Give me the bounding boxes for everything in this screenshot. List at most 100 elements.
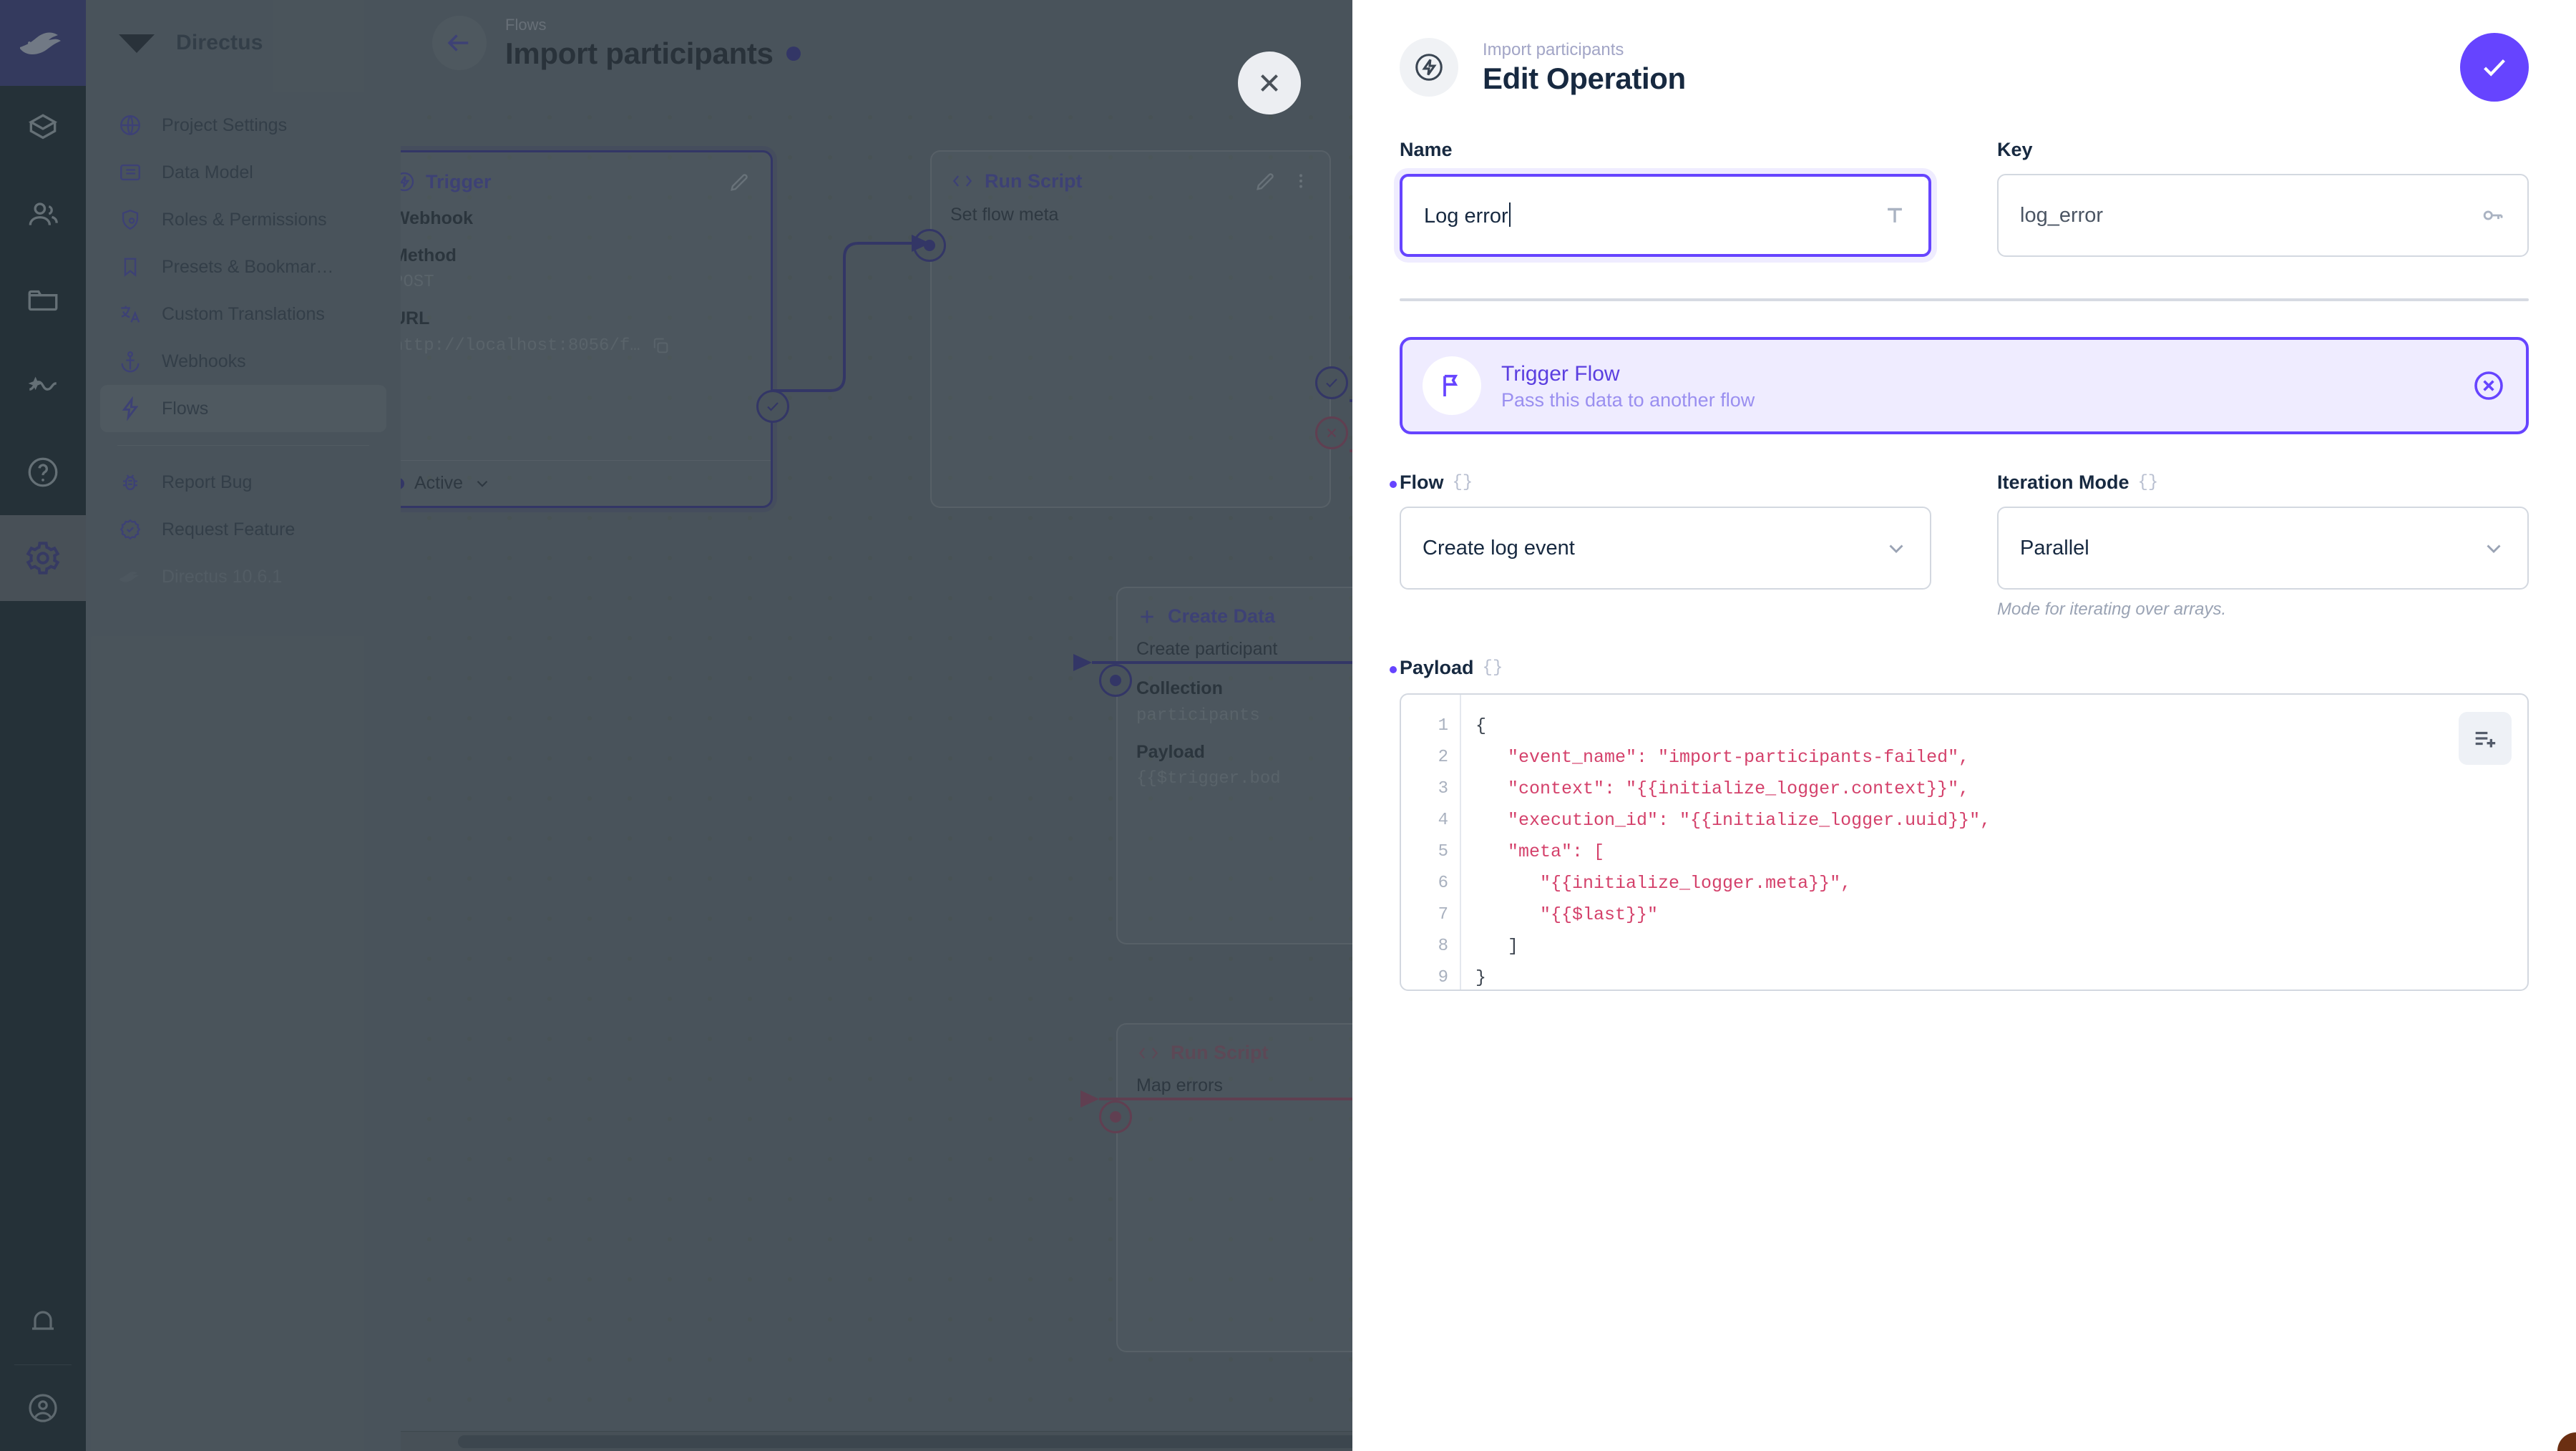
- trigger-flow-banner[interactable]: Trigger Flow Pass this data to another f…: [1400, 337, 2529, 434]
- bookmark-icon: [117, 254, 143, 280]
- flow-select[interactable]: Create log event: [1400, 507, 1931, 590]
- badge-check-icon: [117, 517, 143, 542]
- payload-label: Payload {}: [1390, 657, 2529, 679]
- operation-type-icon-badge: [1400, 38, 1458, 97]
- flow-card-field-key: Webhook: [401, 208, 474, 228]
- close-drawer-button[interactable]: [1238, 52, 1301, 114]
- nav-divider: [117, 445, 369, 446]
- key-label: Key: [1997, 139, 2033, 160]
- format-add-lines-icon: [2475, 731, 2496, 748]
- nav-item-project-settings[interactable]: Project Settings: [100, 102, 386, 149]
- navigation-panel: Directus Project Settings Data Model: [86, 0, 401, 1451]
- directus-logo[interactable]: [0, 0, 86, 86]
- copy-icon[interactable]: [650, 336, 670, 356]
- nav-item-webhooks[interactable]: Webhooks: [100, 338, 386, 385]
- flow-port-success[interactable]: [756, 390, 789, 423]
- chevron-down-icon: [2487, 544, 2501, 553]
- sidebar-item-settings[interactable]: [0, 515, 86, 601]
- status-dot: [786, 46, 801, 61]
- pencil-icon[interactable]: [1254, 169, 1278, 193]
- anchor-icon: [117, 348, 143, 374]
- sidebar-item-content[interactable]: [0, 86, 86, 172]
- account-circle-icon: [29, 1394, 57, 1422]
- nav-item-presets-bookmarks[interactable]: Presets & Bookmar…: [100, 243, 386, 290]
- nav-item-request-feature[interactable]: Request Feature: [100, 506, 386, 553]
- list-box-icon: [117, 160, 143, 185]
- nav-item-roles-permissions[interactable]: Roles & Permissions: [100, 196, 386, 243]
- line-number: 1: [1438, 716, 1448, 736]
- drawer-header: Import participants Edit Operation: [1352, 0, 2576, 102]
- close-circle-icon: [2474, 371, 2503, 400]
- nav-item-version: Directus 10.6.1: [100, 553, 386, 600]
- breadcrumb[interactable]: Flows: [505, 16, 547, 34]
- flow-port-success[interactable]: [1315, 366, 1348, 399]
- code-line: "execution_id": "{{initialize_logger.uui…: [1475, 810, 1991, 831]
- modal-scrim[interactable]: [0, 0, 1352, 1451]
- nav-item-flows[interactable]: Flows: [100, 385, 386, 432]
- flow-card-footer[interactable]: Active: [401, 460, 771, 506]
- save-button[interactable]: [2460, 33, 2529, 102]
- code-line: "{{initialize_logger.meta}}",: [1475, 873, 1852, 894]
- code-line-numbers: 1 2 3 4 5 6 7 8 9: [1401, 695, 1461, 990]
- iteration-mode-label: Iteration Mode {}: [1997, 472, 2159, 493]
- code-line: "event_name": "import-participants-faile…: [1475, 747, 1970, 768]
- iteration-mode-value: Parallel: [2020, 536, 2089, 560]
- required-indicator: [1390, 666, 1397, 673]
- nav-item-custom-translations[interactable]: Custom Translations: [100, 290, 386, 338]
- port-dot: [1110, 1111, 1121, 1123]
- name-input[interactable]: Log error: [1400, 174, 1931, 257]
- check-icon: [2484, 59, 2505, 77]
- scrollbar-thumb[interactable]: [458, 1435, 1603, 1448]
- gear-icon: [26, 542, 60, 575]
- line-number: 6: [1438, 874, 1448, 893]
- shield-account-icon: [117, 207, 143, 233]
- flow-card-field-key: Method: [401, 245, 457, 265]
- code-line: }: [1475, 967, 1487, 988]
- back-button[interactable]: [432, 16, 487, 70]
- flow-card-trigger[interactable]: Trigger Webhook Method POST URL http://l: [401, 150, 789, 508]
- question-circle-icon: [28, 457, 58, 487]
- key-input[interactable]: log_error: [1997, 174, 2529, 257]
- sidebar-item-docs[interactable]: [0, 429, 86, 515]
- pencil-icon[interactable]: [728, 170, 752, 194]
- key-input-value: log_error: [2020, 203, 2104, 227]
- module-bar: [0, 0, 86, 1451]
- drawer-title: Edit Operation: [1483, 61, 1686, 95]
- notifications-button[interactable]: [0, 1279, 86, 1364]
- iteration-mode-select[interactable]: Parallel: [1997, 507, 2529, 590]
- code-content[interactable]: { "event_name": "import-participants-fai…: [1401, 695, 2527, 990]
- content-header: Flows Import participants: [401, 0, 2576, 86]
- flow-card-url-row: http://localhost:8056/f…: [401, 333, 752, 359]
- sidebar-item-files[interactable]: [0, 258, 86, 343]
- people-icon: [29, 202, 58, 225]
- banner-dismiss-button[interactable]: [2472, 368, 2506, 403]
- section-divider: [1400, 298, 2529, 301]
- nav-item-data-model[interactable]: Data Model: [100, 149, 386, 196]
- translate-icon: [117, 301, 143, 327]
- iteration-mode-note: Mode for iterating over arrays.: [1997, 600, 2227, 619]
- sidebar-item-users[interactable]: [0, 172, 86, 258]
- sidebar-item-insights[interactable]: [0, 343, 86, 429]
- code-line: {: [1475, 715, 1487, 736]
- nav-item-report-bug[interactable]: Report Bug: [100, 459, 386, 506]
- payload-code-editor[interactable]: 1 2 3 4 5 6 7 8 9 { "event_name": "impor…: [1400, 693, 2529, 991]
- payload-field-group: Payload {} 1 2 3 4 5 6 7 8 9: [1390, 657, 2529, 991]
- name-key-row: Name Log error Key log_error: [1400, 102, 2529, 257]
- format-add-lines-button[interactable]: [2459, 712, 2512, 765]
- code-line: "context": "{{initialize_logger.context}…: [1475, 778, 1970, 799]
- line-number: 8: [1438, 937, 1448, 956]
- chevron-down-icon[interactable]: [473, 474, 492, 493]
- dots-vertical-icon[interactable]: [1291, 169, 1311, 193]
- iteration-mode-field-group: Iteration Mode {} Parallel Mode for iter…: [1997, 472, 2529, 620]
- flow-card-label: Set flow meta: [950, 205, 1059, 225]
- public-globe-icon: [117, 112, 143, 138]
- flow-card-status-label: Active: [414, 473, 464, 493]
- bell-icon: [32, 1311, 54, 1330]
- flag-icon-badge: [1423, 356, 1481, 415]
- line-number: 7: [1438, 905, 1448, 924]
- account-button[interactable]: [0, 1365, 86, 1451]
- code-line: ]: [1475, 936, 1519, 957]
- key-icon: [2480, 202, 2506, 228]
- flow-port-input[interactable]: [1099, 1100, 1132, 1133]
- code-line: "{{$last}}": [1475, 904, 1659, 925]
